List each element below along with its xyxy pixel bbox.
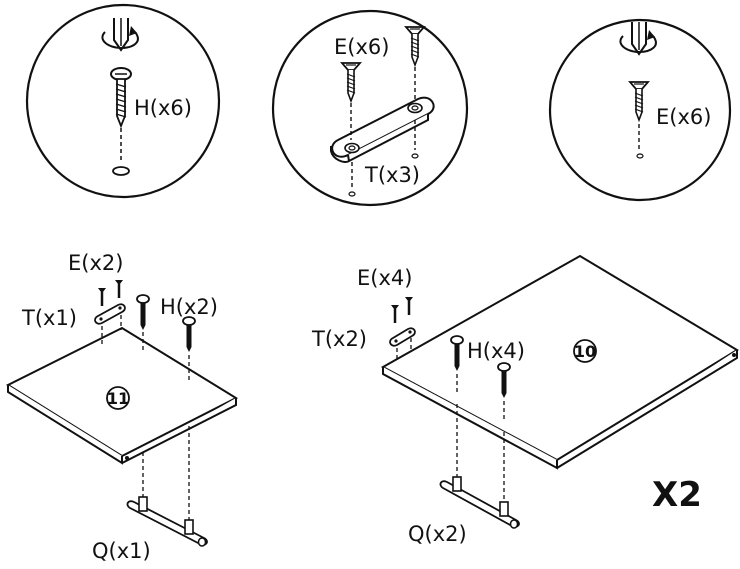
- mending-plate-icon: [330, 96, 435, 163]
- hardware-label: H(x4): [467, 339, 525, 363]
- panel-10-assembly: 10 E(x4) T(x2) H(x4) Q(x2): [311, 254, 739, 546]
- part-number-badge: 10: [573, 339, 597, 363]
- detail-circle-middle: E(x6) T(x3): [271, 9, 469, 207]
- countersunk-screw-icon: [113, 278, 125, 300]
- handle-bar-icon: [439, 476, 520, 529]
- hardware-label: Q(x1): [92, 539, 151, 563]
- countersunk-screw-icon: [96, 286, 108, 308]
- part-number: 11: [107, 389, 129, 408]
- mending-plate-icon: [94, 303, 126, 325]
- wood-screw-icon: [136, 294, 150, 331]
- hardware-label: H(x6): [134, 96, 192, 120]
- hardware-label: E(x6): [334, 35, 389, 59]
- mending-plate-icon: [389, 327, 416, 347]
- quantity-multiplier: X2: [652, 475, 702, 515]
- handle-bar-icon: [126, 496, 208, 547]
- countersunk-screw-icon: [389, 303, 401, 325]
- board-panel-10: [380, 254, 739, 470]
- part-number-badge: 11: [106, 386, 130, 410]
- wood-screw-icon: [182, 316, 196, 353]
- part-number: 10: [574, 342, 596, 361]
- countersunk-screw-icon: [403, 295, 415, 317]
- hardware-label: Q(x2): [408, 522, 467, 546]
- detail-circle-left: H(x6): [25, 3, 221, 199]
- hardware-label: T(x1): [21, 306, 77, 330]
- drill-hole-icon: [112, 166, 130, 176]
- hardware-label: T(x2): [311, 327, 367, 351]
- panel-11-assembly: 11 E(x2) T(x1) H(x2) Q(x1): [5, 251, 239, 563]
- detail-circle-right: E(x6): [548, 18, 732, 202]
- hardware-label: T(x3): [364, 163, 420, 187]
- hardware-label: H(x2): [160, 295, 218, 319]
- hardware-label: E(x6): [656, 105, 711, 129]
- hardware-label: E(x4): [357, 266, 412, 290]
- hardware-label: E(x2): [68, 251, 123, 275]
